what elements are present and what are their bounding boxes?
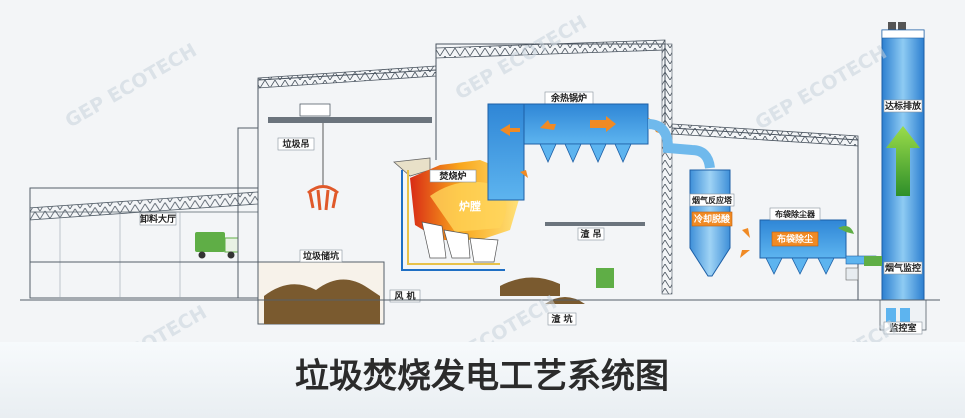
label-bag-dust: 布袋除尘 — [776, 233, 813, 245]
label-flue-monitor: 烟气监控 — [885, 262, 921, 274]
unloading-hall: 卸料大厅 — [29, 187, 259, 299]
label-cooling-deacid: 冷却脱酸 — [694, 213, 731, 225]
treatment-building: 烟气反应塔 冷却脱酸 布袋除尘器 布袋除尘 — [671, 123, 877, 300]
label-slag-crane: 渣 吊 — [580, 228, 601, 240]
label-baghouse: 布袋除尘器 — [774, 209, 816, 219]
label-waste-pit: 垃圾储坑 — [303, 250, 339, 262]
title-band — [0, 342, 965, 418]
diagram-title: 垃圾焚烧发电工艺系统图 — [295, 357, 669, 397]
boiler-building: 余热锅炉 渣 吊 渣 坑 — [435, 39, 715, 326]
label-reaction-tower: 烟气反应塔 — [692, 195, 733, 205]
bunker-building: 垃圾吊 垃圾储坑 — [237, 65, 437, 325]
label-fan: 风 机 — [394, 290, 415, 302]
incinerator: 焚烧炉 炉膛 风 机 — [389, 157, 520, 303]
label-waste-heat-boiler: 余热锅炉 — [550, 92, 587, 104]
label-furnace: 炉膛 — [459, 199, 481, 213]
arrow-right-icon — [864, 256, 882, 266]
label-standard-emission: 达标排放 — [885, 100, 922, 112]
upward-arrow-icon — [886, 126, 920, 196]
label-incinerator: 焚烧炉 — [438, 170, 466, 182]
label-unloading-hall: 卸料大厅 — [140, 213, 176, 225]
label-control-room: 监控室 — [889, 322, 916, 334]
chimney-stack: 达标排放 烟气监控 监控室 — [864, 22, 927, 335]
label-grab-crane: 垃圾吊 — [282, 138, 309, 150]
garbage-truck-icon — [195, 232, 239, 259]
label-slag-pit: 渣 坑 — [551, 313, 572, 325]
